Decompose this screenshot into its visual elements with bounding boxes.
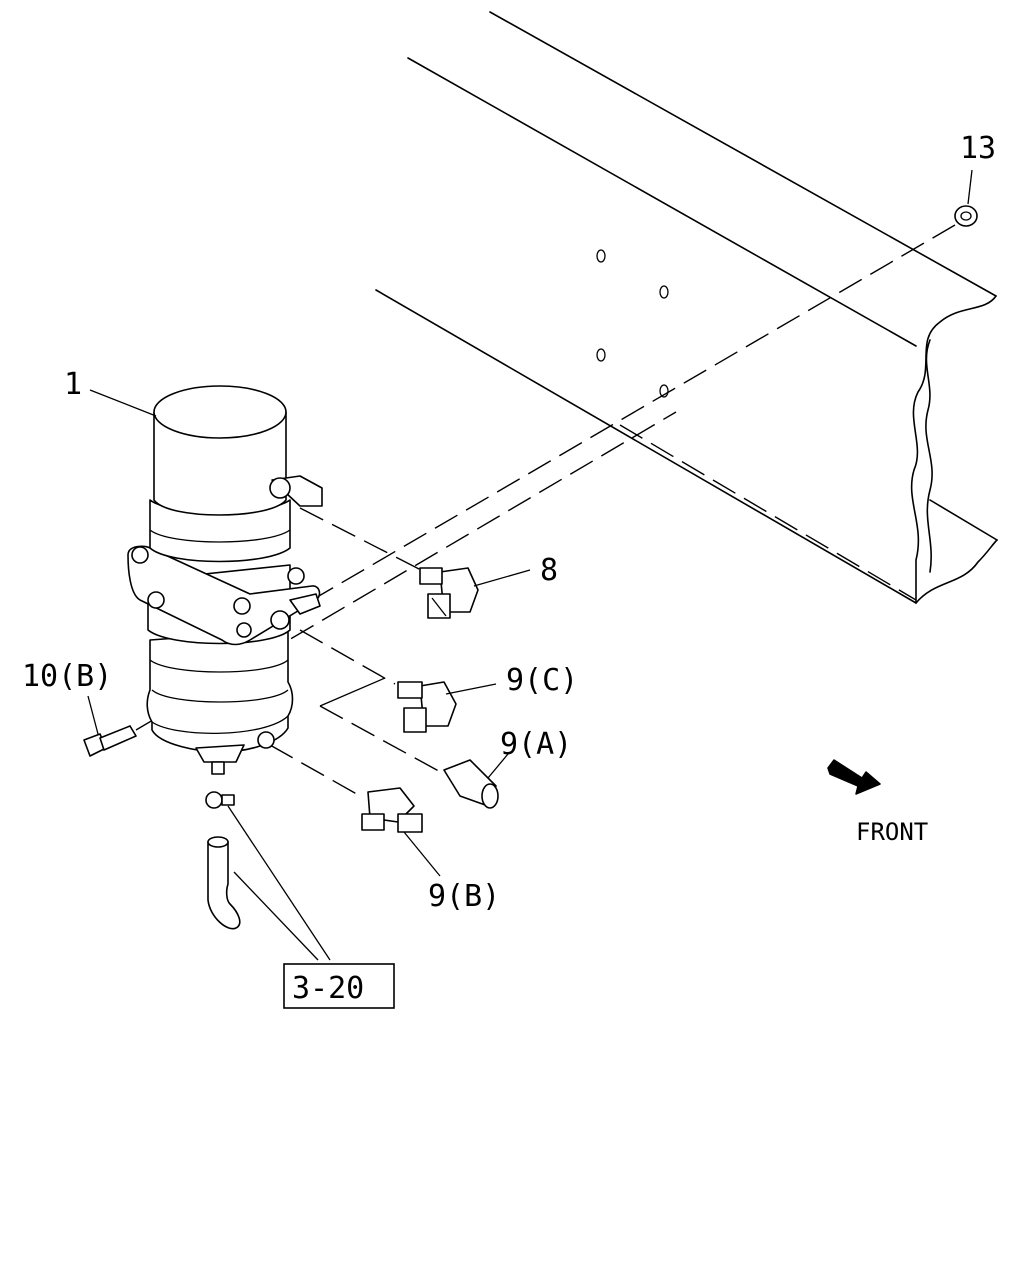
front-label: FRONT: [856, 818, 928, 846]
label-part-9b: 9(B): [428, 879, 500, 914]
elbow-fitting-9c: [397, 681, 457, 733]
label-part-9a: 9(A): [500, 727, 572, 762]
leader-lines: [87, 169, 973, 961]
reference-box: 3-20: [283, 963, 395, 1009]
front-indicator: FRONT: [827, 759, 928, 846]
label-part-9c: 9(C): [506, 663, 578, 698]
frame-rail: [375, 11, 998, 604]
hose: [207, 836, 241, 930]
label-part-10b: 10(B): [22, 659, 112, 694]
label-part-13: 13: [960, 131, 996, 166]
assembly-lines: [135, 224, 956, 798]
label-part-1: 1: [64, 367, 82, 402]
elbow-fitting-8: [419, 567, 479, 619]
straight-fitting-9a: [443, 759, 499, 809]
bolt-10b: [83, 725, 137, 757]
label-part-8: 8: [540, 553, 558, 588]
tee-fitting-9b: [361, 787, 423, 833]
nut-13: [954, 205, 978, 227]
reference-label: 3-20: [292, 971, 364, 1006]
air-dryer: [127, 385, 323, 809]
front-arrow-icon: [827, 759, 881, 795]
